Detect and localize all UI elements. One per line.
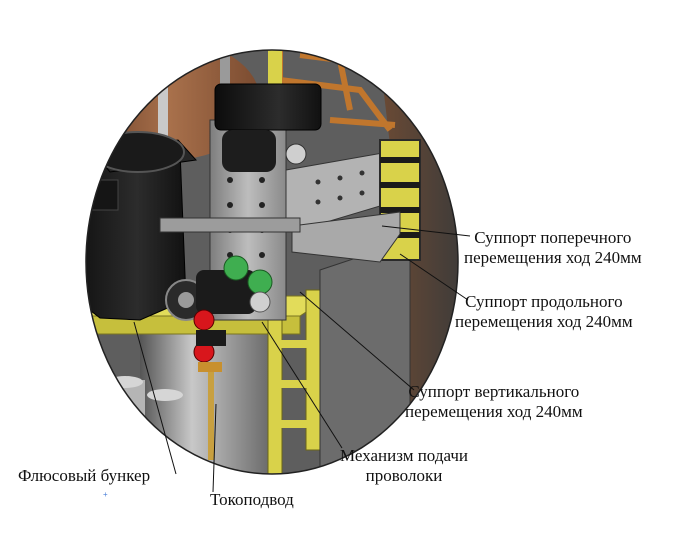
label-vert-support-line2: перемещения ход 240мм [405,402,583,421]
leader-vert-support [299,291,415,391]
label-cross-support-line2: перемещения ход 240мм [464,248,642,267]
frame-stripes [380,157,420,238]
longitudinal-support-plate [291,211,401,263]
leader-wire-feed [261,321,343,449]
drive-motor [214,83,322,131]
label-wire-feed-line2: проволоки [365,466,443,485]
label-vert-support: Суппорт вертикального перемещения ход 24… [405,382,583,422]
current-lead-rod [208,372,214,460]
label-long-support: Суппорт продольного перемещения ход 240м… [455,292,633,332]
label-current-lead: Токоподвод [210,490,294,509]
fitting-top [107,376,143,388]
label-flux-hopper: Флюсовый бункер [18,466,151,485]
label-cross-support-line1: Суппорт поперечного [474,228,632,247]
leader-flux-hopper [133,321,177,475]
current-lead-clamp [198,362,222,372]
blue-plus-mark: + [103,490,108,499]
leader-long-support [399,253,469,301]
lower-fitting-left [105,380,145,470]
leader-current-lead [212,403,217,493]
label-long-support-line2: перемещения ход 240мм [455,312,633,331]
fitting-top-2 [147,389,183,401]
label-vert-support-line1: Суппорт вертикального [408,382,580,401]
label-long-support-line1: Суппорт продольного [465,292,623,311]
leader-lines [133,225,471,493]
label-wire-feed-line1: Механизм подачи [340,446,468,465]
machine-drawing [86,50,458,474]
motor-knob [285,143,307,165]
steel-rod-left [158,56,168,146]
motor-housing [222,130,276,172]
guide-rail [159,217,301,233]
yellow-ladder [267,289,321,474]
label-cross-support: Суппорт поперечного перемещения ход 240м… [464,228,642,268]
wire-feed-mechanism [165,255,273,363]
label-wire-feed: Механизм подачи проволоки [340,446,468,486]
cross-holes [315,170,365,205]
detail-circle [85,49,459,475]
leader-cross-support [381,225,471,237]
